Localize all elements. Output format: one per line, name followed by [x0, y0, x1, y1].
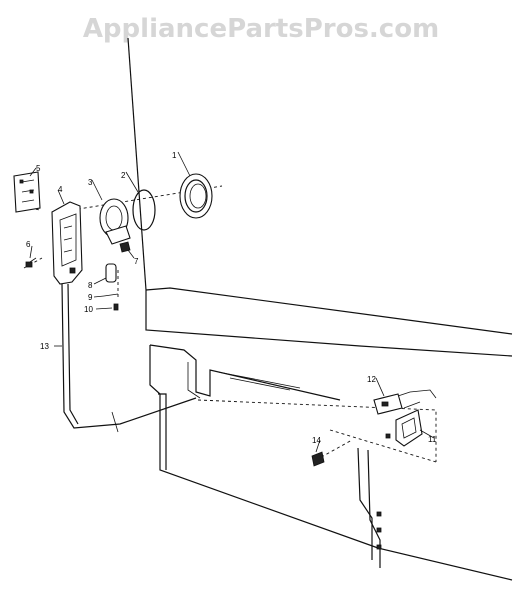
- part-10-screw: [113, 303, 119, 311]
- cabinet-panel: [127, 37, 513, 581]
- assembly-guide-lines: [23, 185, 437, 463]
- leader-lines: [29, 151, 435, 453]
- callout-14: 14: [312, 436, 321, 445]
- callout-labels: 1 2 3 4 5 6 7 8 9 10 11 12 13 14: [26, 151, 437, 445]
- part-1-bezel: [179, 173, 213, 219]
- callout-3: 3: [88, 178, 93, 187]
- part-6-screw: [25, 257, 37, 268]
- callout-4: 4: [58, 185, 63, 194]
- part-3-ring: [99, 198, 131, 245]
- callout-9: 9: [88, 293, 93, 302]
- callout-10: 10: [84, 305, 93, 314]
- part-4-thermostat-bracket: [51, 201, 83, 285]
- callout-5: 5: [36, 164, 41, 173]
- part-11-switch: [385, 409, 423, 447]
- part-2-gasket: [132, 189, 156, 231]
- callout-12: 12: [367, 375, 376, 384]
- part-13-capillary-tube: [61, 283, 197, 433]
- part-7-clip: [119, 241, 131, 253]
- part-5-bracket: [13, 171, 41, 213]
- callout-11: 11: [428, 435, 437, 444]
- watermark-logo: AppliancePartsPros.com: [82, 14, 440, 44]
- part-9-washer: [103, 293, 119, 297]
- callout-13: 13: [40, 342, 49, 351]
- callout-8: 8: [88, 281, 93, 290]
- part-8-sensor: [105, 263, 117, 283]
- part-14-screw: [311, 451, 325, 467]
- part-12-switch-bracket: [373, 389, 437, 415]
- callout-2: 2: [121, 171, 126, 180]
- callout-7: 7: [134, 257, 139, 266]
- callout-1: 1: [172, 151, 177, 160]
- callout-6: 6: [26, 240, 31, 249]
